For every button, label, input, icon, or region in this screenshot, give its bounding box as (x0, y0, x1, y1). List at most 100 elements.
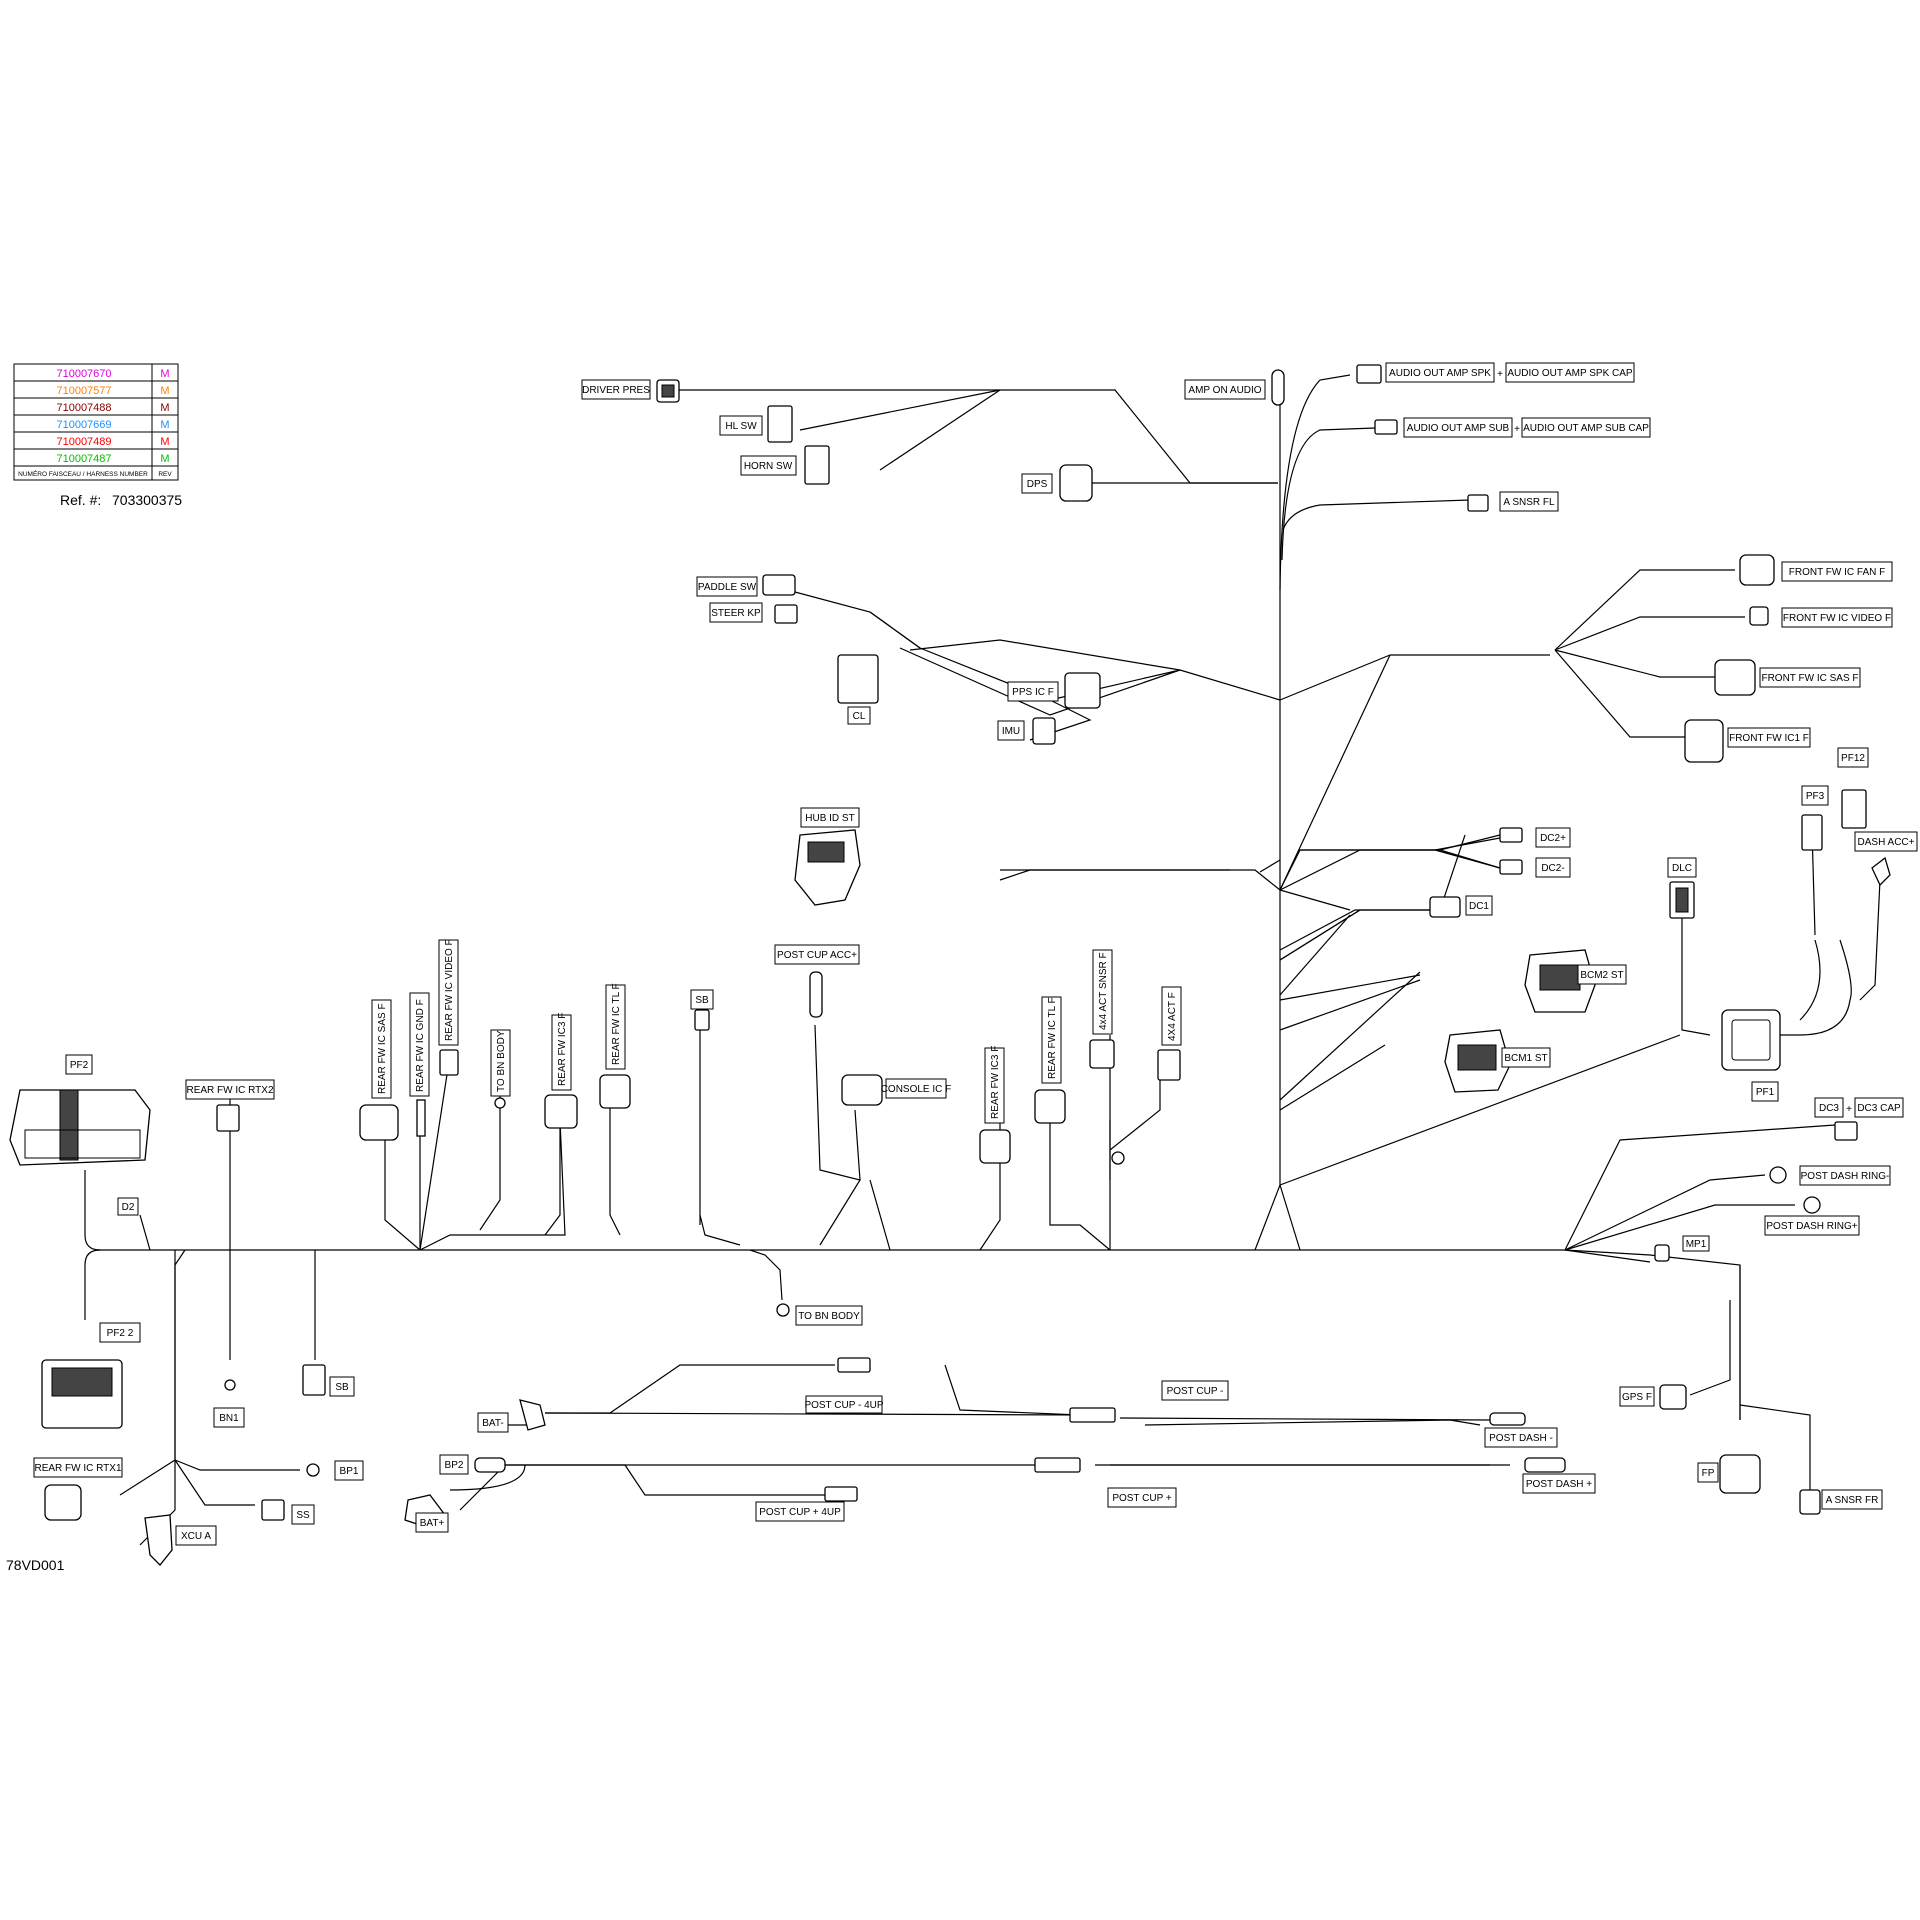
ss-connector[interactable] (261, 1499, 285, 1521)
pf3-connector[interactable] (1801, 814, 1823, 851)
dps-connector[interactable] (1059, 464, 1093, 502)
label-dc3: DC3 (1819, 1103, 1839, 1114)
label-bat-plus: BAT+ (420, 1518, 445, 1529)
pf2-connector[interactable] (9, 1089, 151, 1166)
label-bn1: BN1 (219, 1413, 239, 1424)
front-fw-ic-sas-f-connector[interactable] (1714, 659, 1756, 696)
gps-f-connector[interactable] (1659, 1384, 1687, 1410)
rear-fw-ic-tl-f-connector[interactable] (599, 1074, 631, 1109)
label-pf12: PF12 (1841, 753, 1865, 764)
sb-bottom-connector[interactable] (302, 1364, 326, 1396)
label-rear-fw-ic3-f-2: REAR FW IC3 F (990, 1046, 1001, 1119)
act-snsr-f-connector[interactable] (1089, 1039, 1115, 1069)
pf12-connector[interactable] (1841, 789, 1867, 829)
rear-fw-ic3-f-connector[interactable] (544, 1094, 578, 1129)
label-pf1: PF1 (1756, 1087, 1775, 1098)
rear-fw-ic-video-f-connector[interactable] (439, 1049, 459, 1076)
bp1-terminal[interactable] (306, 1463, 320, 1477)
amp-on-audio-connector[interactable] (1271, 369, 1285, 406)
label-amp-on-audio: AMP ON AUDIO (1188, 385, 1261, 396)
act-f-connector[interactable] (1157, 1049, 1181, 1081)
bat-minus-terminal[interactable] (519, 1399, 546, 1431)
to-bn-body-ring[interactable] (776, 1303, 790, 1317)
rear-fw-ic-gnd-f-connector[interactable] (416, 1099, 426, 1137)
audio-out-amp-sub-connector[interactable] (1374, 419, 1398, 435)
front-fw-ic-fan-f-connector[interactable] (1739, 554, 1775, 586)
label-dc2-plus: DC2+ (1540, 833, 1566, 844)
audio-out-amp-spk-connector[interactable] (1356, 364, 1382, 384)
mp1-connector[interactable] (1654, 1244, 1670, 1262)
ref-number: 703300375 (112, 492, 182, 508)
label-cl: CL (853, 711, 866, 722)
legend-number-3: 710007488 (56, 402, 111, 414)
connector-labels: DRIVER PRES HL SW HORN SW DPS AMP ON AUD… (33, 362, 1918, 1546)
console-ic-f-connector[interactable] (841, 1074, 883, 1106)
rear-fw-ic-tl-f-2-connector[interactable] (1034, 1089, 1066, 1124)
label-horn-sw: HORN SW (744, 461, 793, 472)
label-dlc: DLC (1672, 863, 1692, 874)
sb-top-connector[interactable] (694, 1009, 710, 1031)
front-fw-ic1-f-connector[interactable] (1684, 719, 1724, 763)
label-front-fw-ic-sas-f: FRONT FW IC SAS F (1761, 673, 1858, 684)
label-hub-id-st: HUB ID ST (805, 813, 854, 824)
post-cup-plus-4up-terminal[interactable] (824, 1486, 858, 1502)
label-post-cup-plus: POST CUP + (1112, 1493, 1172, 1504)
a-snsr-fr-connector[interactable] (1799, 1489, 1821, 1515)
paddle-sw-connector[interactable] (762, 574, 796, 596)
dc2-plus-connector[interactable] (1499, 827, 1523, 843)
label-post-dash-ring-minus: POST DASH RING- (1801, 1171, 1890, 1182)
steer-kp-connector[interactable] (774, 604, 798, 624)
pf1-connector[interactable] (1721, 1009, 1781, 1071)
post-cup-4up-terminal[interactable] (837, 1357, 871, 1373)
pps-ic-f-connector[interactable] (1064, 672, 1101, 709)
post-cup-acc-plus-connector[interactable] (809, 971, 823, 1018)
dash-acc-plus-connector[interactable] (1871, 856, 1891, 887)
legend-number-5: 710007489 (56, 436, 111, 448)
horn-sw-connector[interactable] (804, 445, 830, 485)
dc3-connector[interactable] (1834, 1121, 1858, 1141)
front-fw-ic-video-f-connector[interactable] (1749, 606, 1769, 626)
label-rear-fw-ic-sas-f: REAR FW IC SAS F (377, 1003, 388, 1094)
drawing-id: 78VD001 (6, 1557, 65, 1573)
post-dash-plus-terminal[interactable] (1524, 1457, 1566, 1473)
a-snsr-fl-connector[interactable] (1467, 494, 1489, 512)
legend-rev-1: M (160, 368, 169, 380)
ground-eyelet (1111, 1151, 1125, 1165)
label-pf3: PF3 (1806, 791, 1825, 802)
imu-connector[interactable] (1032, 717, 1056, 745)
post-cup-plus-terminal[interactable] (1034, 1457, 1081, 1473)
fp-connector[interactable] (1719, 1454, 1761, 1494)
legend-rev-5: M (160, 436, 169, 448)
label-to-bn-body-vertical: TO BN BODY (496, 1030, 507, 1092)
rear-fw-ic-rtx2-connector[interactable] (216, 1104, 240, 1132)
label-post-cup-minus: POST CUP - (1167, 1386, 1224, 1397)
cl-connector[interactable] (837, 654, 879, 704)
rear-fw-ic3-f-2-connector[interactable] (979, 1129, 1011, 1164)
bn1-terminal[interactable] (224, 1379, 236, 1391)
label-d2: D2 (122, 1202, 135, 1213)
rear-fw-ic-sas-f-connector[interactable] (359, 1104, 399, 1141)
label-ss: SS (296, 1510, 310, 1521)
label-post-cup-acc-plus: POST CUP ACC+ (777, 950, 857, 961)
legend-number-4: 710007669 (56, 419, 111, 431)
label-hl-sw: HL SW (725, 421, 757, 432)
post-dash-minus-terminal[interactable] (1489, 1412, 1526, 1426)
hl-sw-connector[interactable] (767, 405, 793, 443)
dc2-minus-connector[interactable] (1499, 859, 1523, 875)
rear-fw-ic-rtx1-connector[interactable] (44, 1484, 82, 1521)
label-post-dash-ring-plus: POST DASH RING+ (1766, 1221, 1857, 1232)
xcu-a-connector[interactable] (144, 1514, 173, 1566)
label-pps-ic-f: PPS IC F (1012, 687, 1054, 698)
label-paddle-sw: PADDLE SW (698, 582, 757, 593)
legend-header-rev: REV (158, 471, 172, 478)
bp2-terminal[interactable] (474, 1457, 506, 1473)
post-dash-ring-plus-terminal[interactable] (1803, 1196, 1821, 1214)
label-gps-f: GPS F (1622, 1392, 1652, 1403)
post-cup-minus-terminal[interactable] (1069, 1407, 1116, 1423)
dc1-connector[interactable] (1429, 896, 1461, 918)
label-audio-out-amp-sub-cap: AUDIO OUT AMP SUB CAP (1523, 423, 1649, 434)
post-dash-ring-minus-terminal[interactable] (1769, 1166, 1787, 1184)
hub-id-st-connector[interactable] (794, 829, 861, 906)
legend-rev-4: M (160, 419, 169, 431)
to-bn-body-ring-top[interactable] (494, 1097, 506, 1109)
